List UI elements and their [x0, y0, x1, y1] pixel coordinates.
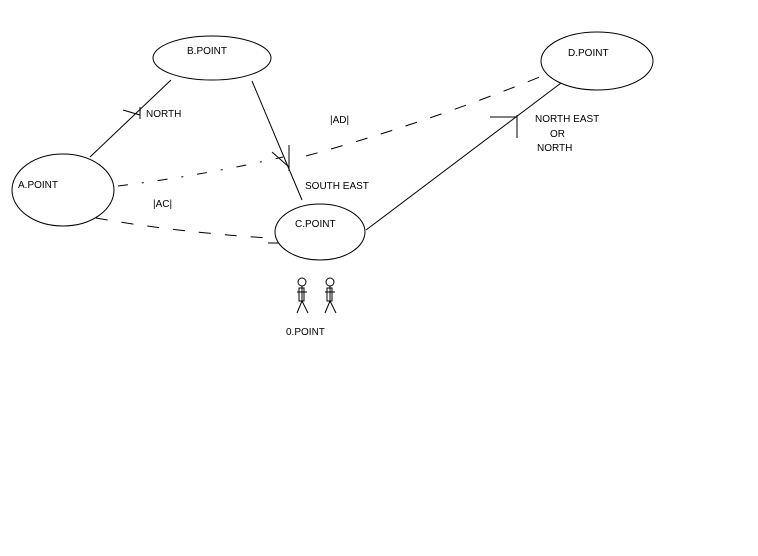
node-d-label: D.POINT: [568, 48, 609, 59]
node-a-label: A.POINT: [18, 180, 58, 191]
distance-ad-label: |AD|: [330, 115, 349, 126]
edge-c-d: [365, 79, 566, 231]
node-d: [540, 31, 654, 91]
distance-line-ad-segment2: [305, 71, 553, 157]
edge-a-b: [89, 79, 172, 158]
node-c: [274, 203, 366, 261]
node-a: [11, 153, 115, 227]
north-east-arrow-marker: [490, 115, 518, 138]
north-east-label-line3: NORTH: [537, 143, 572, 154]
edge-b-c: [251, 80, 303, 201]
north-east-label-line1: NORTH EAST: [535, 114, 599, 125]
north-label: NORTH: [146, 109, 181, 120]
distance-line-ac: [95, 217, 269, 239]
node-b-label: B.POINT: [187, 46, 227, 57]
node-c-label: C.POINT: [295, 219, 336, 230]
stick-figure-icon: [324, 277, 337, 314]
distance-line-ad-segment1: [117, 156, 284, 187]
observer-label: 0.POINT: [286, 327, 325, 338]
stick-figure-icon: [296, 277, 309, 314]
node-b: [152, 35, 272, 81]
distance-ac-label: |AC|: [153, 199, 172, 210]
north-arrow-marker: [122, 107, 141, 119]
south-east-arrow-marker: [271, 145, 290, 171]
south-east-label: SOUTH EAST: [305, 181, 369, 192]
north-east-label-line2: OR: [550, 129, 565, 140]
